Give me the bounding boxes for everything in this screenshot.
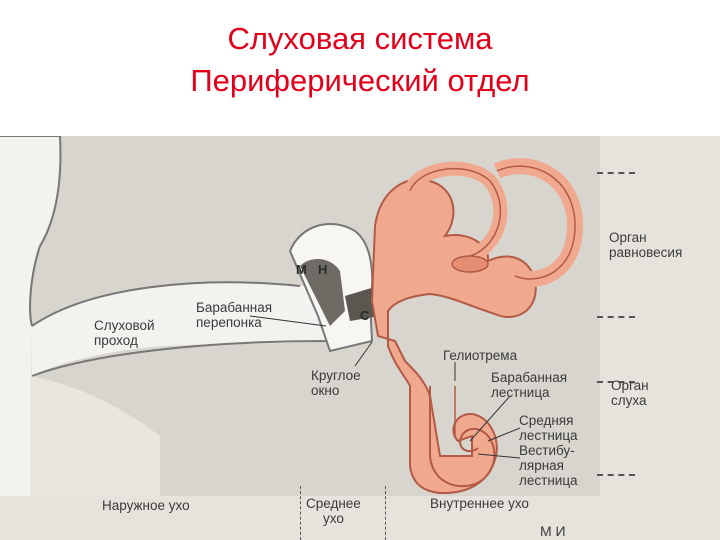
label-outer-ear: Наружное ухо [102, 498, 190, 513]
label-scala-vestibuli: Вестибу- лярная лестница [519, 443, 578, 488]
canal-upper-outline [31, 281, 301, 327]
label-organ-balance: Орган равновесия [609, 230, 683, 260]
label-tympanic-membrane: Барабанная перепонка [196, 300, 273, 330]
ossicle-label-s: С [360, 308, 370, 323]
ear-diagram: М Н С Слуховой проход Барабанная перепон… [0, 136, 720, 540]
leader-round-window [354, 341, 373, 367]
title-line-1: Слуховая система [227, 21, 493, 56]
corner-text: М И [540, 523, 566, 539]
label-round-window: Круглое окно [311, 368, 361, 398]
divider-lower [597, 381, 635, 383]
ossicles-shape [300, 259, 345, 326]
label-scala-media: Средняя лестница [519, 413, 578, 443]
pinna-outline [0, 136, 62, 327]
label-helicotrema: Гелиотрема [443, 348, 518, 363]
semicircular-canal-1-edge [496, 165, 576, 280]
leader-scala-tympani [469, 395, 511, 442]
canal-lower-outline [31, 340, 331, 377]
label-auditory-canal: Слуховой проход [94, 318, 155, 348]
cochlea-spiral [429, 386, 496, 488]
label-scala-tympani: Барабанная лестница [491, 370, 568, 400]
leader-tympanic [249, 315, 327, 327]
auditory-canal-shape [32, 282, 330, 376]
vestibule-oval [451, 255, 489, 273]
inner-ear-labyrinth [370, 178, 537, 495]
leader-scala-media [487, 427, 521, 442]
divider-top [597, 172, 635, 174]
semicircular-canal-2-edge [409, 168, 502, 257]
leader-scala-vestibuli [477, 453, 521, 459]
divider-bottom [597, 474, 635, 476]
ear-illustration [0, 136, 600, 496]
lower-tissue [30, 376, 160, 496]
slide-title: Слуховая система Периферический отдел [0, 18, 720, 102]
ossicle-label-m: М [296, 262, 307, 277]
divider-outer-middle [300, 486, 301, 540]
label-inner-ear: Внутреннее ухо [430, 496, 529, 511]
label-organ-hearing: Орган слуха [611, 378, 649, 408]
label-middle-ear: Среднее ухо [306, 496, 361, 526]
divider-middle [597, 316, 635, 318]
ossicle-label-n: Н [318, 262, 328, 277]
divider-middle-inner [385, 486, 386, 540]
title-line-2: Периферический отдел [190, 63, 530, 98]
